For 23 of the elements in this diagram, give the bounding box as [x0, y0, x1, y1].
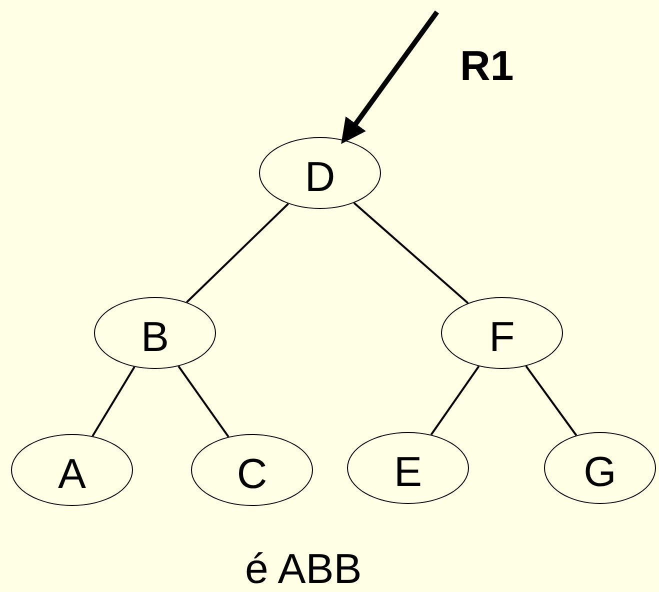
ellipse-node: [191, 434, 313, 506]
ellipse-node: [347, 432, 469, 504]
node-label: E: [394, 447, 422, 493]
connector-line: [92, 366, 136, 437]
ellipse-node: [544, 432, 656, 504]
connector-line: [353, 202, 469, 304]
ellipse-node: [94, 297, 216, 369]
node-label: G: [584, 447, 616, 493]
node-label: F: [489, 312, 515, 358]
ellipse-node: [259, 137, 381, 209]
connector-line: [178, 366, 230, 438]
node-label: D: [304, 152, 336, 198]
node-label: B: [140, 312, 169, 358]
ellipse-node: [441, 297, 563, 369]
node-label: A: [58, 449, 86, 495]
ellipse-node: [11, 434, 133, 506]
node-label: C: [236, 449, 268, 495]
connector-line: [525, 366, 578, 436]
connector-line: [186, 203, 289, 303]
arrow-label: R1: [460, 42, 514, 90]
caption-text: é ABB: [245, 545, 362, 592]
arrow: [341, 10, 440, 144]
connector-line: [430, 366, 480, 436]
